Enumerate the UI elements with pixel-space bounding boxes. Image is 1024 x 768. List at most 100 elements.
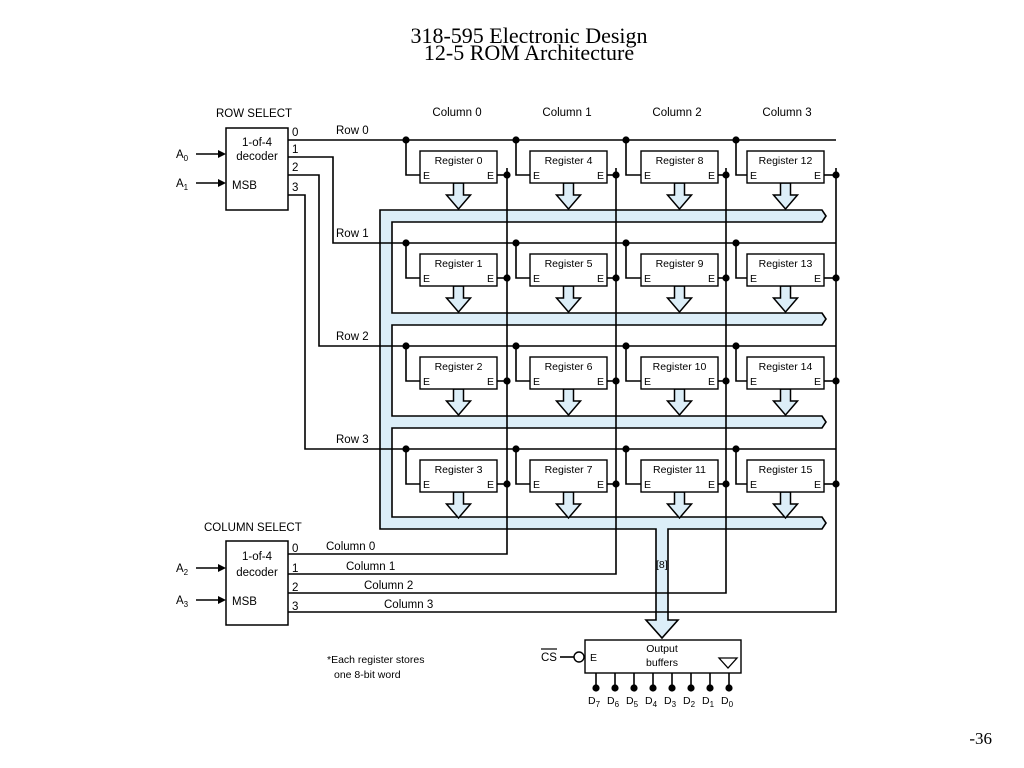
register-enable-right: E [708, 273, 715, 285]
row-label: Row 0 [336, 125, 369, 137]
data-output-label: D1 [702, 695, 715, 709]
register-output-arrow [665, 285, 694, 314]
register-enable-left: E [533, 273, 540, 285]
row-enable-wire [625, 243, 641, 279]
row-enable-wire [735, 346, 747, 382]
junction-dot [612, 171, 620, 179]
register-enable-left: E [750, 479, 757, 491]
output-enable-label: E [590, 652, 597, 664]
data-bus-channel [379, 209, 827, 640]
data-output-label: D2 [683, 695, 696, 709]
junction-dot [622, 342, 630, 350]
row-enable-wire [405, 243, 420, 279]
column-select-label: Column 0 [326, 541, 375, 553]
register-box [640, 459, 719, 493]
register-box [640, 356, 719, 390]
register-output-arrow [771, 285, 800, 314]
column-header: Column 2 [652, 107, 701, 119]
junction-dot [402, 445, 410, 453]
column-decoder-label: 1-of-4 [242, 551, 273, 563]
row-enable-wire [405, 140, 420, 176]
junction-dot [832, 171, 840, 179]
junction-dot [611, 684, 619, 692]
register-enable-left: E [644, 376, 651, 388]
register-box [746, 459, 825, 493]
junction-dot [622, 136, 630, 144]
register-enable-left: E [750, 376, 757, 388]
input-arrow-head [218, 150, 226, 158]
row-label: Row 1 [336, 228, 369, 240]
register-box [529, 356, 608, 390]
row-enable-wire [515, 140, 530, 176]
input-arrow-head [218, 596, 226, 604]
register-enable-right: E [814, 479, 821, 491]
row-label: Row 2 [336, 331, 369, 343]
data-output-label: D3 [664, 695, 677, 709]
junction-dot [732, 342, 740, 350]
register-output-arrow [771, 388, 800, 417]
register-box [529, 253, 608, 287]
column-line [288, 168, 617, 575]
row-enable-wire [405, 346, 420, 382]
row-decoder-output-number: 2 [292, 162, 298, 174]
column-decoder-output-number: 3 [292, 601, 298, 613]
register-box [419, 356, 498, 390]
row-decoder-box [225, 127, 289, 211]
junction-dot [612, 480, 620, 488]
register-label: Register 10 [653, 361, 707, 373]
row-enable-wire [625, 346, 641, 382]
row-decoder-label: 1-of-4 [242, 137, 273, 149]
register-box [746, 150, 825, 184]
register-enable-right: E [708, 479, 715, 491]
register-enable-right: E [814, 170, 821, 182]
register-output-arrow [554, 388, 583, 417]
row-enable-wire [735, 243, 747, 279]
column-decoder-output-number: 0 [292, 543, 298, 555]
register-label: Register 13 [759, 258, 813, 270]
register-enable-left: E [533, 479, 540, 491]
bus-width-label: [8] [656, 559, 668, 571]
row-label: Row 3 [336, 434, 369, 446]
row-decoder-msb: MSB [232, 180, 257, 192]
register-label: Register 8 [656, 155, 704, 167]
register-label: Register 14 [759, 361, 813, 373]
register-enable-right: E [597, 376, 604, 388]
row-enable-wire [515, 243, 530, 279]
output-buffers-label: buffers [646, 657, 678, 669]
row-line [288, 156, 836, 244]
junction-dot [722, 377, 730, 385]
register-enable-left: E [644, 170, 651, 182]
column-line [288, 168, 837, 613]
junction-dot [722, 480, 730, 488]
register-enable-right: E [708, 376, 715, 388]
column-select-label: Column 2 [364, 580, 413, 592]
row-decoder-output-number: 0 [292, 127, 298, 139]
register-label: Register 2 [435, 361, 483, 373]
register-label: Register 11 [653, 464, 706, 476]
row-line [288, 194, 836, 450]
junction-dot [503, 274, 511, 282]
cs-inversion-bubble [573, 651, 585, 663]
register-output-arrow [771, 182, 800, 211]
junction-dot [630, 684, 638, 692]
column-input-a3: A3 [176, 595, 189, 609]
register-box [419, 150, 498, 184]
register-enable-right: E [487, 273, 494, 285]
register-box [746, 253, 825, 287]
column-select-label: Column 1 [346, 561, 395, 573]
register-label: Register 4 [545, 155, 593, 167]
data-output-label: D0 [721, 695, 734, 709]
junction-dot [668, 684, 676, 692]
row-enable-wire [515, 449, 530, 485]
row-enable-wire [625, 449, 641, 485]
register-enable-right: E [487, 376, 494, 388]
page-number: -36 [969, 729, 992, 748]
register-enable-right: E [708, 170, 715, 182]
data-output-label: D4 [645, 695, 658, 709]
register-label: Register 0 [435, 155, 483, 167]
row-enable-wire [515, 346, 530, 382]
register-output-arrow [771, 491, 800, 520]
output-buffers-box [584, 639, 742, 674]
register-enable-left: E [750, 273, 757, 285]
